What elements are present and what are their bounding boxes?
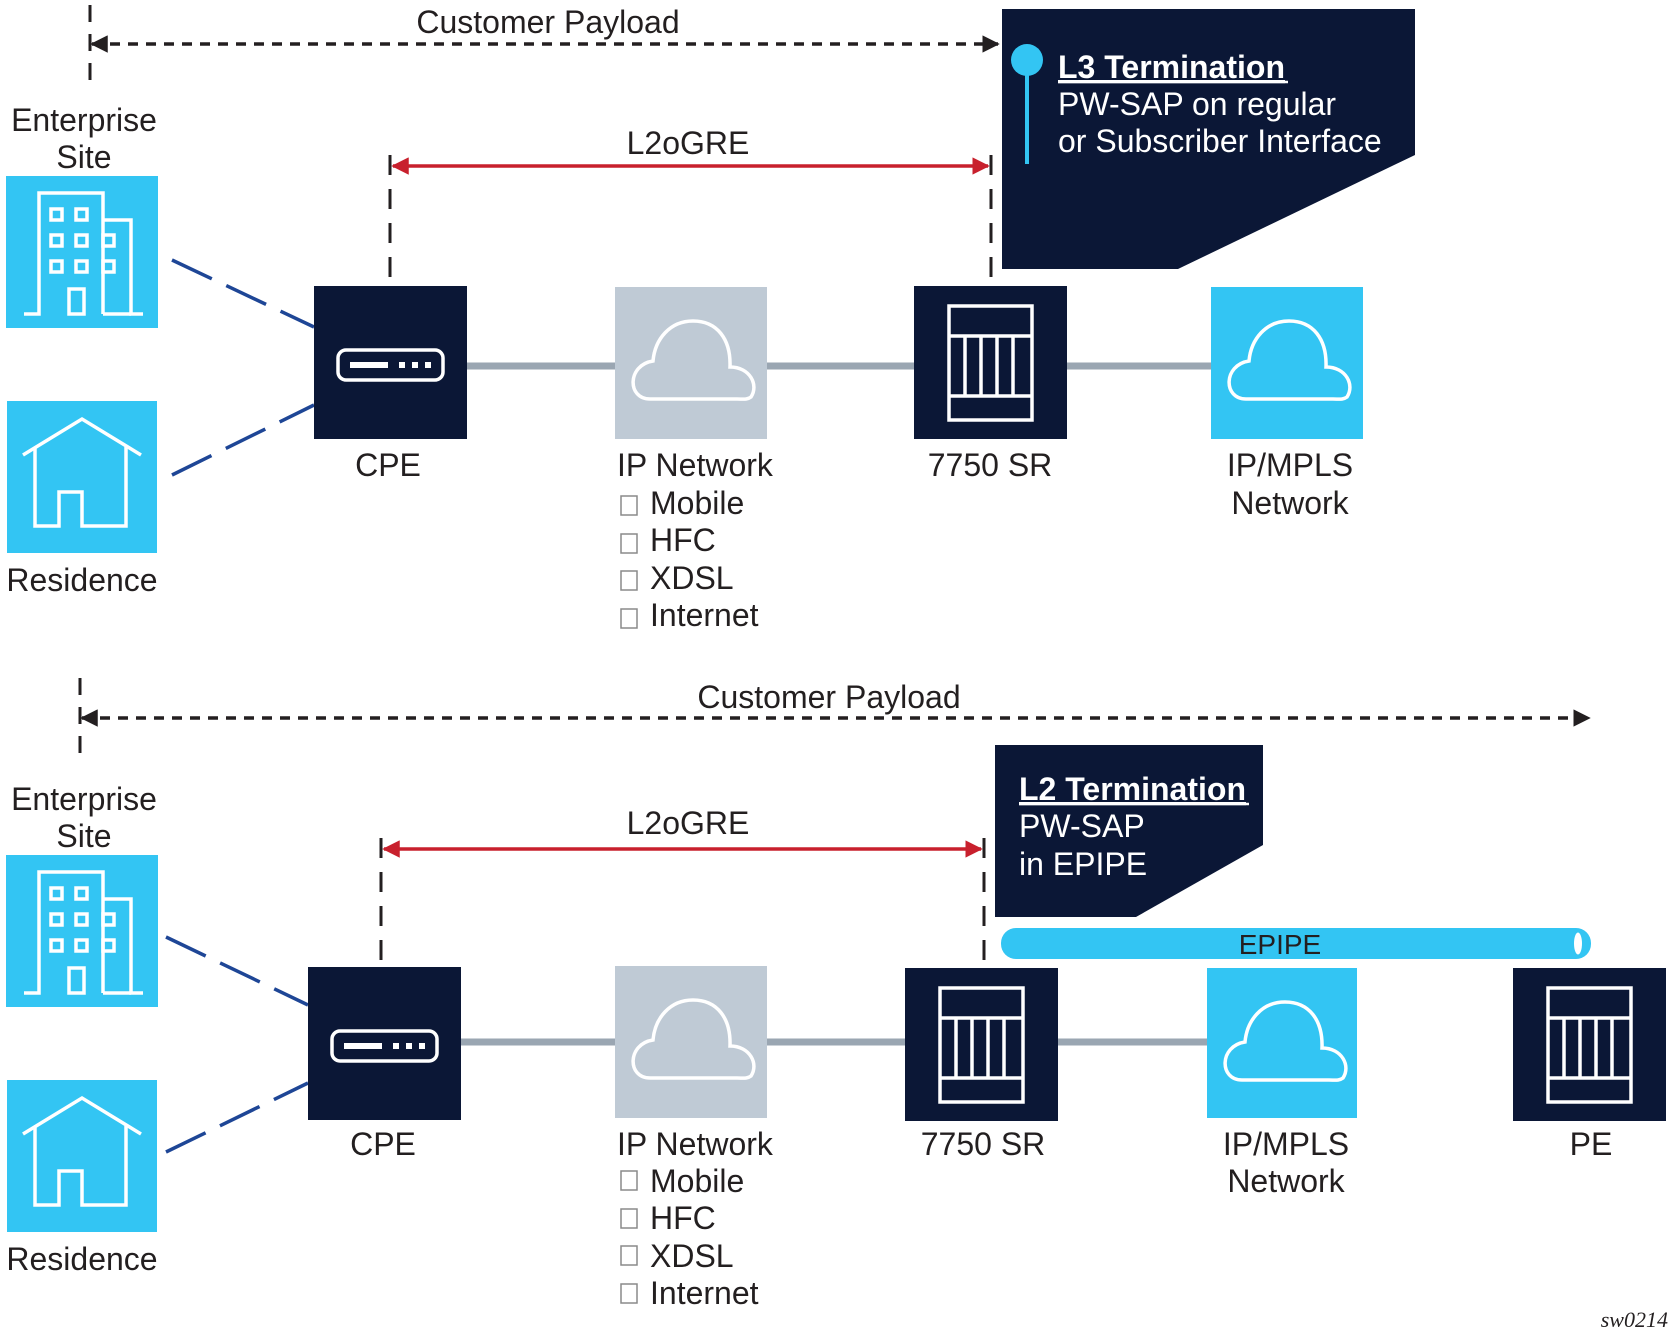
callout-title: L3 Termination — [1058, 49, 1285, 85]
top-residence-link — [171, 403, 315, 477]
bottom-enterprise-label: Enterprise — [11, 781, 157, 817]
callout-title: L2 Termination — [1019, 771, 1246, 807]
top-ipnet-label: IP Network — [617, 447, 774, 483]
epipe-tube: EPIPE — [1001, 928, 1591, 960]
figure-id: sw0214 — [1601, 1307, 1668, 1332]
bullet-box-icon — [620, 1208, 638, 1229]
bottom-sr-label: 7750 SR — [921, 1126, 1046, 1162]
router-chassis-icon — [912, 284, 1069, 441]
top-enterprise-label: Enterprise — [11, 102, 157, 138]
top-ipnet-item: Mobile — [650, 485, 744, 521]
top-mpls-network — [1211, 287, 1363, 439]
top-ipnet-item: XDSL — [650, 560, 734, 596]
top-residence-label: Residence — [6, 562, 157, 598]
top-payload-label: Customer Payload — [416, 4, 679, 40]
top-l3-callout: L3 Termination PW-SAP on regular or Subs… — [1002, 9, 1415, 269]
bottom-mpls-label-2: Network — [1227, 1163, 1345, 1199]
top-site-label: Site — [56, 139, 111, 175]
callout-line-1: PW-SAP — [1019, 808, 1145, 844]
house-icon — [5, 1078, 159, 1234]
cpe-router-icon — [306, 965, 463, 1122]
pe-chassis-icon — [1511, 966, 1668, 1123]
bottom-mpls-label-1: IP/MPLS — [1223, 1126, 1349, 1162]
bottom-residence-link — [165, 1081, 309, 1154]
bottom-ipnet-item: HFC — [650, 1200, 716, 1236]
bullet-box-icon — [620, 570, 638, 591]
bullet-box-icon — [620, 1283, 638, 1304]
router-chassis-icon — [903, 966, 1060, 1123]
house-icon — [5, 399, 159, 555]
top-sr-label: 7750 SR — [928, 447, 1053, 483]
bottom-diagram: Customer Payload L2oGRE L2 Termination P… — [4, 678, 1668, 1311]
bottom-payload-label: Customer Payload — [697, 679, 960, 715]
top-ipnet-item: HFC — [650, 522, 716, 558]
bottom-residence-label: Residence — [6, 1241, 157, 1277]
bullet-box-icon — [620, 608, 638, 629]
bottom-ipnet-label: IP Network — [617, 1126, 774, 1162]
top-mpls-label-2: Network — [1231, 485, 1349, 521]
bottom-ip-network — [615, 966, 767, 1118]
top-diagram: Customer Payload L2oGRE L3 Termination P… — [4, 4, 1415, 633]
top-enterprise-link — [171, 258, 315, 329]
top-ipnet-item: Internet — [650, 597, 759, 633]
top-ipnet-list: Mobile HFC XDSL Internet — [620, 485, 759, 633]
callout-line-1: PW-SAP on regular — [1058, 86, 1336, 122]
callout-line-2: in EPIPE — [1019, 846, 1147, 882]
bottom-ipnet-item: Internet — [650, 1275, 759, 1311]
top-ip-network — [615, 287, 767, 439]
bullet-box-icon — [620, 1245, 638, 1266]
bottom-cpe-label: CPE — [350, 1126, 416, 1162]
pe-label: PE — [1570, 1126, 1613, 1162]
building-icon — [4, 174, 160, 330]
building-icon — [4, 853, 160, 1009]
top-mpls-label-1: IP/MPLS — [1227, 447, 1353, 483]
bottom-ipnet-item: XDSL — [650, 1238, 734, 1274]
bullet-box-icon — [620, 1170, 638, 1191]
callout-line-2: or Subscriber Interface — [1058, 123, 1382, 159]
bottom-gre-label: L2oGRE — [627, 805, 750, 841]
bottom-l2-callout: L2 Termination PW-SAP in EPIPE — [995, 745, 1263, 917]
bullet-box-icon — [620, 495, 638, 516]
top-cpe-label: CPE — [355, 447, 421, 483]
cpe-router-icon — [312, 284, 469, 441]
epipe-label: EPIPE — [1239, 929, 1321, 960]
bottom-mpls-network — [1207, 968, 1357, 1118]
pin-icon — [1011, 44, 1043, 76]
bullet-box-icon — [620, 533, 638, 554]
bottom-ipnet-list: Mobile HFC XDSL Internet — [620, 1163, 759, 1311]
top-gre-label: L2oGRE — [627, 125, 750, 161]
bottom-ipnet-item: Mobile — [650, 1163, 744, 1199]
bottom-enterprise-link — [165, 935, 309, 1007]
bottom-site-label: Site — [56, 818, 111, 854]
